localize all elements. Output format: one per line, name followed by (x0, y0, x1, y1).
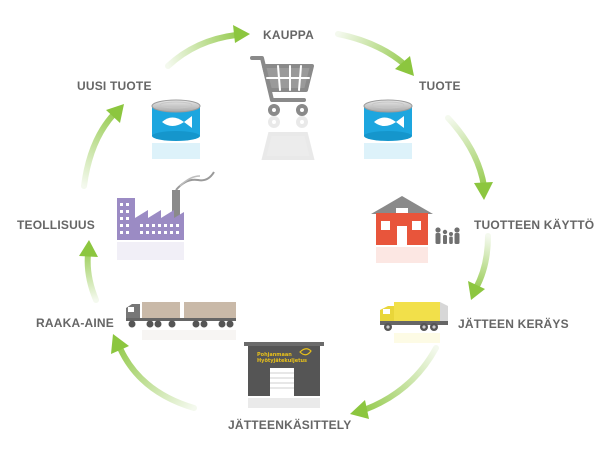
arrowhead-kasittely (350, 400, 369, 419)
label-jatteen-keraus: JÄTTEEN KERÄYS (458, 317, 569, 331)
garbage-truck-reflection (394, 333, 440, 343)
fish-can-icon-uusi-tuote (151, 99, 201, 141)
factory-icon (117, 171, 215, 240)
waste-facility-icon (244, 342, 324, 396)
label-jatteenkasittely: JÄTTEENKÄSITTELY (228, 418, 352, 432)
waste-facility-reflection (248, 398, 320, 408)
fish-can-reflection-uusi-tuote (152, 143, 200, 159)
arrowhead-keraus (468, 281, 485, 300)
semi-truck-icon (126, 302, 236, 328)
fish-can-icon-tuote (363, 99, 413, 141)
factory-reflection (117, 242, 184, 260)
arrow-uusi-tuote-to-kauppa (165, 32, 239, 69)
label-tuote: TUOTE (419, 79, 461, 93)
shopping-cart-icon (250, 56, 314, 116)
arrow-tuote-to-kaytto (445, 115, 487, 189)
house-family-icon (371, 196, 460, 245)
fish-can-reflection-tuote (364, 143, 412, 159)
facility-sign-line1: Pohjanmaan (257, 352, 292, 358)
label-uusi-tuote: UUSI TUOTE (77, 79, 152, 93)
arrowhead-raaka-aine (111, 334, 129, 354)
arrow-kauppa-to-tuote (335, 31, 407, 67)
shopping-cart-reflection (261, 116, 315, 160)
label-tuotteen-kaytto: TUOTTEEN KÄYTTÖ (474, 218, 595, 232)
house-reflection (376, 247, 428, 263)
arrow-keraus-to-kasittely (361, 345, 439, 413)
arrow-teollisuus-to-uusi-tuote (81, 111, 117, 189)
facility-sign-line2: Hyötyjätekuljetus (257, 358, 308, 364)
facility-leaf-logo-icon (299, 348, 312, 356)
arrowhead-kaytto (474, 182, 493, 200)
arrowhead-kauppa (233, 25, 250, 43)
label-raaka-aine: RAAKA-AINE (36, 316, 114, 330)
arrow-kaytto-to-keraus (473, 233, 491, 291)
label-kauppa: KAUPPA (263, 28, 314, 42)
arrowhead-tuote (395, 56, 414, 76)
cycle-arrows (79, 25, 493, 419)
semi-truck-reflection (142, 330, 236, 340)
label-teollisuus: TEOLLISUUS (17, 218, 96, 232)
arrow-kasittely-to-raaka-aine (117, 345, 197, 411)
arrowhead-teollisuus (79, 240, 98, 257)
garbage-truck-icon (380, 302, 448, 331)
arrow-raaka-aine-to-teollisuus (84, 251, 99, 303)
arrowhead-uusi-tuote (106, 104, 124, 123)
